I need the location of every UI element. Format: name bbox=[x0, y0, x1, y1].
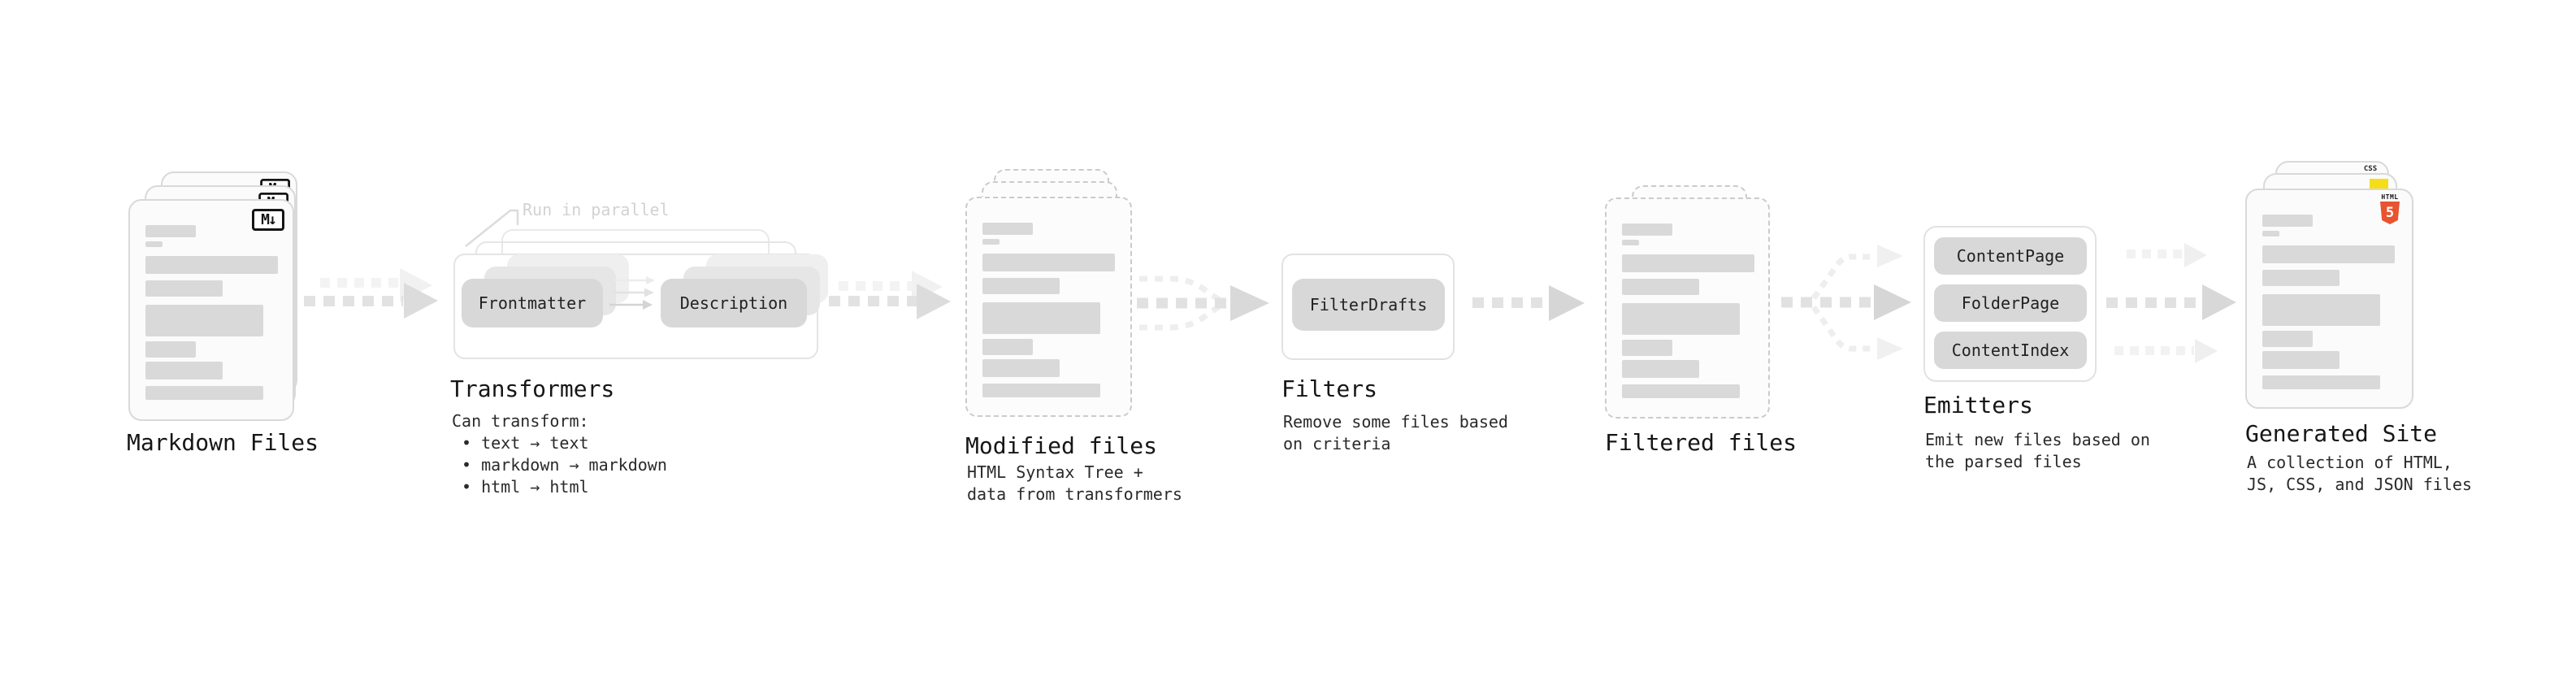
generated-html-card: HTML 5 bbox=[2245, 189, 2413, 409]
description-line: JS, CSS, and JSON files bbox=[2247, 475, 2472, 494]
doc-text-bar bbox=[1622, 223, 1672, 236]
description-line: Can transform: bbox=[452, 411, 589, 431]
doc-text-bar bbox=[982, 254, 1115, 271]
description-line: HTML Syntax Tree + bbox=[967, 462, 1143, 482]
description-line: data from transformers bbox=[967, 484, 1182, 504]
doc-text-bar bbox=[2262, 351, 2340, 369]
doc-text-bar bbox=[145, 341, 196, 358]
modified-file-card-front bbox=[965, 197, 1132, 417]
doc-text-bar bbox=[982, 239, 1000, 245]
arrowhead-icon bbox=[1230, 285, 1269, 321]
dashed-line bbox=[829, 296, 917, 306]
doc-text-bar bbox=[145, 362, 223, 380]
doc-text-bar bbox=[1622, 254, 1754, 272]
css-icon-label: CSS bbox=[2363, 165, 2378, 173]
dashed-line bbox=[320, 278, 401, 288]
description-line: the parsed files bbox=[1925, 452, 2082, 471]
doc-text-bar bbox=[145, 386, 263, 400]
description-line: Emit new files based on bbox=[1925, 430, 2150, 449]
dashed-line bbox=[839, 281, 913, 291]
modified-files-description: HTML Syntax Tree + data from transformer… bbox=[967, 462, 1182, 505]
arrowhead-icon bbox=[1874, 284, 1911, 320]
doc-text-bar bbox=[2262, 231, 2279, 236]
description-line: A collection of HTML, bbox=[2247, 453, 2452, 472]
dashed-curve bbox=[1139, 275, 1224, 304]
doc-text-bar bbox=[1622, 240, 1639, 245]
modified-files-label: Modified files bbox=[965, 432, 1158, 459]
filtered-file-card-front bbox=[1605, 197, 1770, 419]
markdown-icon: M↓ bbox=[252, 209, 284, 231]
arrowhead-icon bbox=[1877, 337, 1903, 360]
folderpage-pill: FolderPage bbox=[1934, 284, 2087, 322]
doc-text-bar bbox=[2262, 215, 2313, 227]
doc-text-bar bbox=[145, 280, 223, 297]
doc-text-bar bbox=[1622, 279, 1699, 295]
dashed-line bbox=[2127, 249, 2184, 258]
html5-icon: HTML 5 bbox=[2378, 194, 2402, 224]
doc-text-bar bbox=[982, 302, 1100, 334]
doc-text-bar bbox=[982, 359, 1060, 377]
description-line: • text → text bbox=[462, 433, 589, 453]
description-line: Remove some files based bbox=[1283, 412, 1508, 432]
annotation-leader-line bbox=[465, 209, 519, 247]
contentindex-pill: ContentIndex bbox=[1934, 332, 2087, 369]
description-line: • markdown → markdown bbox=[462, 455, 667, 475]
doc-text-bar bbox=[2262, 375, 2380, 389]
run-in-parallel-annotation: Run in parallel bbox=[523, 200, 670, 219]
transformers-description: Can transform: • text → text • markdown … bbox=[452, 410, 667, 498]
dashed-curve bbox=[1139, 302, 1224, 331]
html5-number: 5 bbox=[2385, 205, 2395, 221]
generated-site-label: Generated Site bbox=[2245, 420, 2438, 447]
description-pill: Description bbox=[661, 279, 807, 327]
emitters-label: Emitters bbox=[1923, 392, 2033, 419]
filtered-files-label: Filtered files bbox=[1605, 429, 1798, 456]
doc-text-bar bbox=[982, 384, 1100, 397]
dashed-line bbox=[1472, 297, 1549, 308]
markdown-file-card-front: M↓ bbox=[128, 199, 294, 421]
generated-site-description: A collection of HTML, JS, CSS, and JSON … bbox=[2247, 452, 2472, 496]
transformers-label: Transformers bbox=[450, 375, 615, 402]
doc-text-bar bbox=[1622, 384, 1740, 398]
doc-text-bar bbox=[1622, 303, 1740, 335]
arrowhead-icon bbox=[1877, 245, 1903, 267]
doc-text-bar bbox=[1622, 360, 1699, 378]
doc-text-bar bbox=[145, 305, 263, 336]
description-line: on criteria bbox=[1283, 434, 1391, 453]
doc-text-bar bbox=[2262, 294, 2380, 326]
doc-text-bar bbox=[145, 225, 196, 237]
doc-text-bar bbox=[982, 223, 1033, 235]
html5-icon-label: HTML bbox=[2381, 193, 2399, 201]
doc-text-bar bbox=[982, 278, 1060, 294]
dashed-curve bbox=[1811, 254, 1874, 301]
emitters-description: Emit new files based on the parsed files bbox=[1925, 429, 2150, 473]
filters-label: Filters bbox=[1281, 375, 1378, 402]
dashed-line bbox=[2106, 297, 2202, 308]
contentpage-pill: ContentPage bbox=[1934, 237, 2087, 275]
description-line: • html → html bbox=[462, 477, 589, 497]
doc-text-bar bbox=[2262, 331, 2313, 347]
dashed-line bbox=[2114, 346, 2194, 355]
js-icon bbox=[2370, 179, 2388, 190]
doc-text-bar bbox=[1622, 340, 1672, 356]
doc-text-bar bbox=[2262, 270, 2340, 286]
doc-text-bar bbox=[2262, 245, 2395, 263]
html5-shield-icon: 5 bbox=[2380, 202, 2400, 224]
doc-text-bar bbox=[145, 241, 163, 247]
markdown-files-label: Markdown Files bbox=[127, 429, 319, 456]
doc-text-bar bbox=[982, 339, 1033, 355]
filters-description: Remove some files based on criteria bbox=[1283, 411, 1508, 455]
doc-text-bar bbox=[145, 256, 278, 274]
frontmatter-pill: Frontmatter bbox=[462, 279, 603, 327]
dashed-curve bbox=[1811, 305, 1874, 352]
filterdrafts-pill: FilterDrafts bbox=[1292, 279, 1445, 331]
dashed-line bbox=[304, 296, 403, 306]
